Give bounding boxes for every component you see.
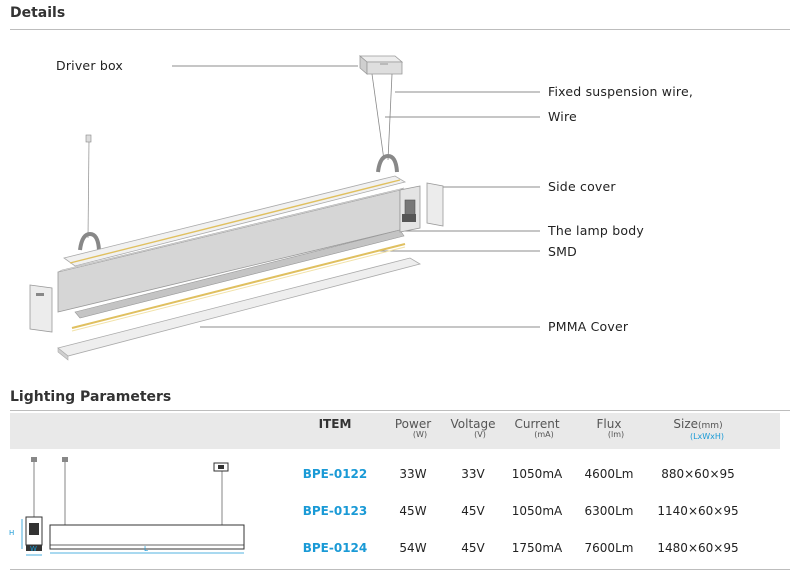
header-voltage: Voltage (V) — [450, 417, 496, 439]
dim-label-w: W — [30, 545, 37, 553]
row-3-voltage: 45V — [461, 541, 485, 555]
row-1-power: 33W — [399, 467, 427, 481]
row-1-item: BPE-0122 — [302, 467, 368, 481]
row-1-current: 1050mA — [511, 467, 563, 481]
row-3-current: 1750mA — [511, 541, 563, 555]
params-divider — [10, 410, 790, 411]
row-1-size: 880×60×95 — [661, 467, 735, 481]
row-2-voltage: 45V — [461, 504, 485, 518]
dimension-drawing — [21, 457, 245, 556]
row-3-flux: 7600Lm — [584, 541, 634, 555]
row-3-item: BPE-0124 — [302, 541, 368, 555]
table-bottom-divider — [10, 569, 790, 570]
label-pmma-cover: PMMA Cover — [548, 319, 629, 334]
table-header-bar — [10, 413, 780, 449]
details-divider — [10, 29, 790, 30]
dim-label-h: H — [9, 529, 15, 537]
header-item: ITEM — [318, 417, 352, 431]
label-wire: Wire — [548, 109, 577, 124]
row-2-current: 1050mA — [511, 504, 563, 518]
header-flux: Flux (lm) — [596, 417, 625, 439]
row-2-size: 1140×60×95 — [657, 504, 739, 518]
label-fixed-suspension-wire: Fixed suspension wire, — [548, 84, 694, 99]
driver-box-shape — [358, 55, 404, 75]
details-title: Details — [10, 5, 66, 21]
row-3-size: 1480×60×95 — [657, 541, 739, 555]
row-2-item: BPE-0123 — [302, 504, 368, 518]
row-1-voltage: 33V — [461, 467, 485, 481]
header-power: Power (W) — [394, 417, 432, 439]
header-size: Size(mm) (LxWxH) — [673, 417, 725, 441]
header-current: Current (mA) — [514, 417, 560, 439]
label-smd: SMD — [548, 244, 577, 259]
row-2-flux: 6300Lm — [584, 504, 634, 518]
params-title: Lighting Parameters — [10, 389, 172, 405]
label-driver-box: Driver box — [56, 58, 124, 73]
row-2-power: 45W — [399, 504, 427, 518]
row-3-power: 54W — [399, 541, 427, 555]
row-1-flux: 4600Lm — [584, 467, 634, 481]
label-side-cover: Side cover — [548, 179, 616, 194]
label-lamp-body: The lamp body — [548, 223, 644, 238]
dim-label-l: L — [144, 545, 148, 553]
